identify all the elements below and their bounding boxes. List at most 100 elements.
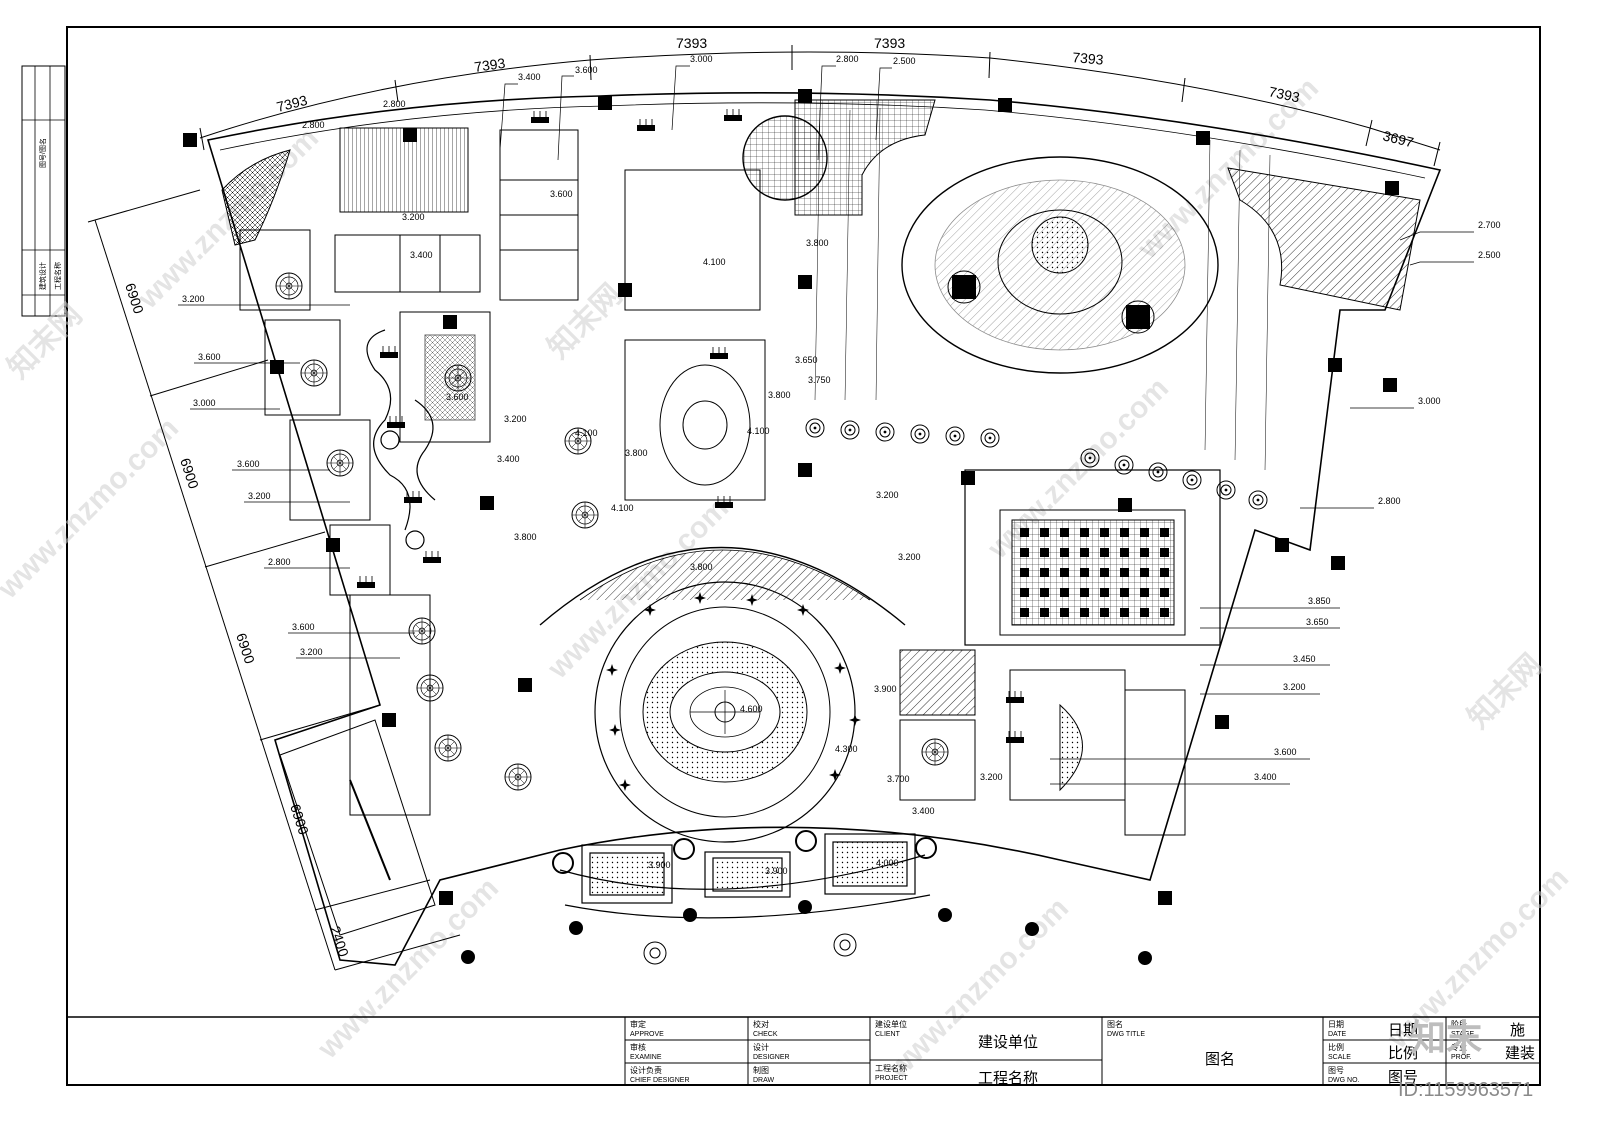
level-label: 3.200 — [1283, 682, 1306, 692]
level-label: 4.100 — [747, 426, 770, 436]
planter-ornaments — [643, 933, 857, 965]
lower-right-rooms — [899, 649, 1186, 836]
tb-dwgno-value: 图号 — [1388, 1069, 1418, 1086]
level-label: 4.100 — [575, 428, 598, 438]
level-label: 3.200 — [980, 772, 1003, 782]
tb-scale-cn: 比例 — [1328, 1042, 1344, 1052]
dim-top-7: 3697 — [1381, 127, 1415, 150]
central-rotunda — [539, 546, 906, 843]
entry-ramp — [279, 719, 436, 936]
brand-logo: 知末 — [1410, 1017, 1482, 1058]
tb-scale-value: 比例 — [1388, 1045, 1418, 1062]
level-label: 3.800 — [625, 448, 648, 458]
level-label: 2.800 — [383, 99, 406, 109]
strip-label-2: 建筑设计 — [38, 262, 47, 290]
level-label: 3.600 — [237, 459, 260, 469]
watermark-site: www.znzmo.com — [881, 892, 1075, 1086]
dim-top-5: 7393 — [1072, 49, 1105, 68]
level-label: 3.200 — [248, 491, 271, 501]
strip-label-1: 图号/图名 — [38, 138, 47, 168]
level-label: 2.800 — [268, 557, 291, 567]
tb-dwgno-cn: 图号 — [1328, 1066, 1344, 1075]
tb-draw-cn: 制图 — [753, 1065, 769, 1075]
tb-date-value: 日期 — [1388, 1022, 1418, 1039]
tb-prof-value: 建装 — [1505, 1045, 1535, 1062]
tb-client-value: 建设单位 — [978, 1034, 1038, 1051]
level-label: 3.700 — [887, 774, 910, 784]
level-annotations: 3.400 3.600 3.000 2.800 2.500 2.800 2.80… — [182, 54, 1501, 876]
level-label: 3.850 — [1308, 596, 1331, 606]
tb-title-cn: 图名 — [1107, 1019, 1123, 1029]
level-label: 3.600 — [198, 352, 221, 362]
tb-project-value: 工程名称 — [978, 1070, 1038, 1087]
tb-examine-cn: 审核 — [630, 1042, 646, 1052]
dim-top-1: 7393 — [275, 92, 309, 115]
level-label: 3.900 — [765, 866, 788, 876]
left-info-strip: 图号/图名 建筑设计 工程名称 — [21, 65, 66, 317]
tb-examine-en: EXAMINE — [630, 1054, 662, 1061]
level-label: 3.400 — [912, 806, 935, 816]
level-label: 3.400 — [410, 250, 433, 260]
tb-date-cn: 日期 — [1328, 1020, 1344, 1029]
level-label: 3.800 — [514, 532, 537, 542]
tb-project-en: PROJECT — [875, 1075, 908, 1082]
dim-top-6: 7393 — [1267, 83, 1301, 105]
strip-label-3: 工程名称 — [53, 262, 62, 290]
round-columns — [461, 830, 1152, 965]
level-label: 2.800 — [1378, 496, 1401, 506]
level-label: 3.000 — [193, 398, 216, 408]
tb-client-cn: 建设单位 — [875, 1019, 907, 1029]
tb-chief-en: CHIEF DESIGNER — [630, 1077, 690, 1084]
right-corner-zone — [1227, 167, 1421, 311]
level-label: 3.600 — [446, 392, 469, 402]
tb-designer-cn: 设计 — [753, 1042, 769, 1052]
tb-title-en: DWG TITLE — [1107, 1031, 1145, 1038]
dim-top-3: 7393 — [676, 35, 707, 51]
level-label: 2.800 — [302, 120, 325, 130]
tb-draw-en: DRAW — [753, 1077, 775, 1084]
level-label: 3.200 — [300, 647, 323, 657]
dim-left-3: 6900 — [233, 631, 258, 666]
tb-date-en: DATE — [1328, 1031, 1346, 1038]
tb-check-cn: 校对 — [753, 1019, 769, 1029]
level-label: 4.000 — [876, 858, 899, 868]
level-label: 4.100 — [611, 503, 634, 513]
watermark-brand: 知末网 — [1462, 648, 1549, 735]
level-label: 4.100 — [703, 257, 726, 267]
tb-prof-cn: 专业 — [1451, 1042, 1467, 1052]
tb-title-value: 图名 — [1205, 1051, 1235, 1068]
level-label: 3.600 — [1274, 747, 1297, 757]
left-rooms — [239, 129, 766, 816]
level-leaders — [178, 65, 1474, 785]
dim-top-4: 7393 — [874, 35, 905, 51]
tb-client-en: CLIENT — [875, 1031, 901, 1038]
dim-left-2: 6900 — [177, 456, 202, 491]
level-label: 3.900 — [874, 684, 897, 694]
level-label: 3.800 — [768, 390, 791, 400]
level-label: 4.600 — [740, 704, 763, 714]
meeting-room-tiles — [1020, 528, 1169, 617]
tb-check-en: CHECK — [753, 1031, 778, 1038]
upper-grid-zone — [794, 99, 936, 216]
level-label: 2.500 — [1478, 250, 1501, 260]
tb-scale-en: SCALE — [1328, 1054, 1351, 1061]
level-label: 3.650 — [1306, 617, 1329, 627]
level-label: 3.000 — [1418, 396, 1441, 406]
left-room-lamps — [275, 272, 949, 791]
tb-project-cn: 工程名称 — [875, 1063, 907, 1073]
level-label: 4.300 — [835, 744, 858, 754]
level-label: 3.900 — [648, 860, 671, 870]
watermark-site: www.znzmo.com — [0, 412, 185, 606]
level-label: 2.500 — [893, 56, 916, 66]
level-label: 3.400 — [497, 454, 520, 464]
top-dimension-chain — [199, 45, 1441, 167]
image-id-tag: ID:1159963571 — [1398, 1079, 1533, 1101]
level-label: 3.650 — [795, 355, 818, 365]
tb-stage-cn: 阶段 — [1451, 1019, 1467, 1029]
level-label: 2.800 — [836, 54, 859, 64]
tb-chief-cn: 设计负责 — [630, 1065, 662, 1075]
level-label: 3.400 — [518, 72, 541, 82]
level-label: 3.200 — [182, 294, 205, 304]
main-hall-ceiling — [814, 107, 1271, 471]
